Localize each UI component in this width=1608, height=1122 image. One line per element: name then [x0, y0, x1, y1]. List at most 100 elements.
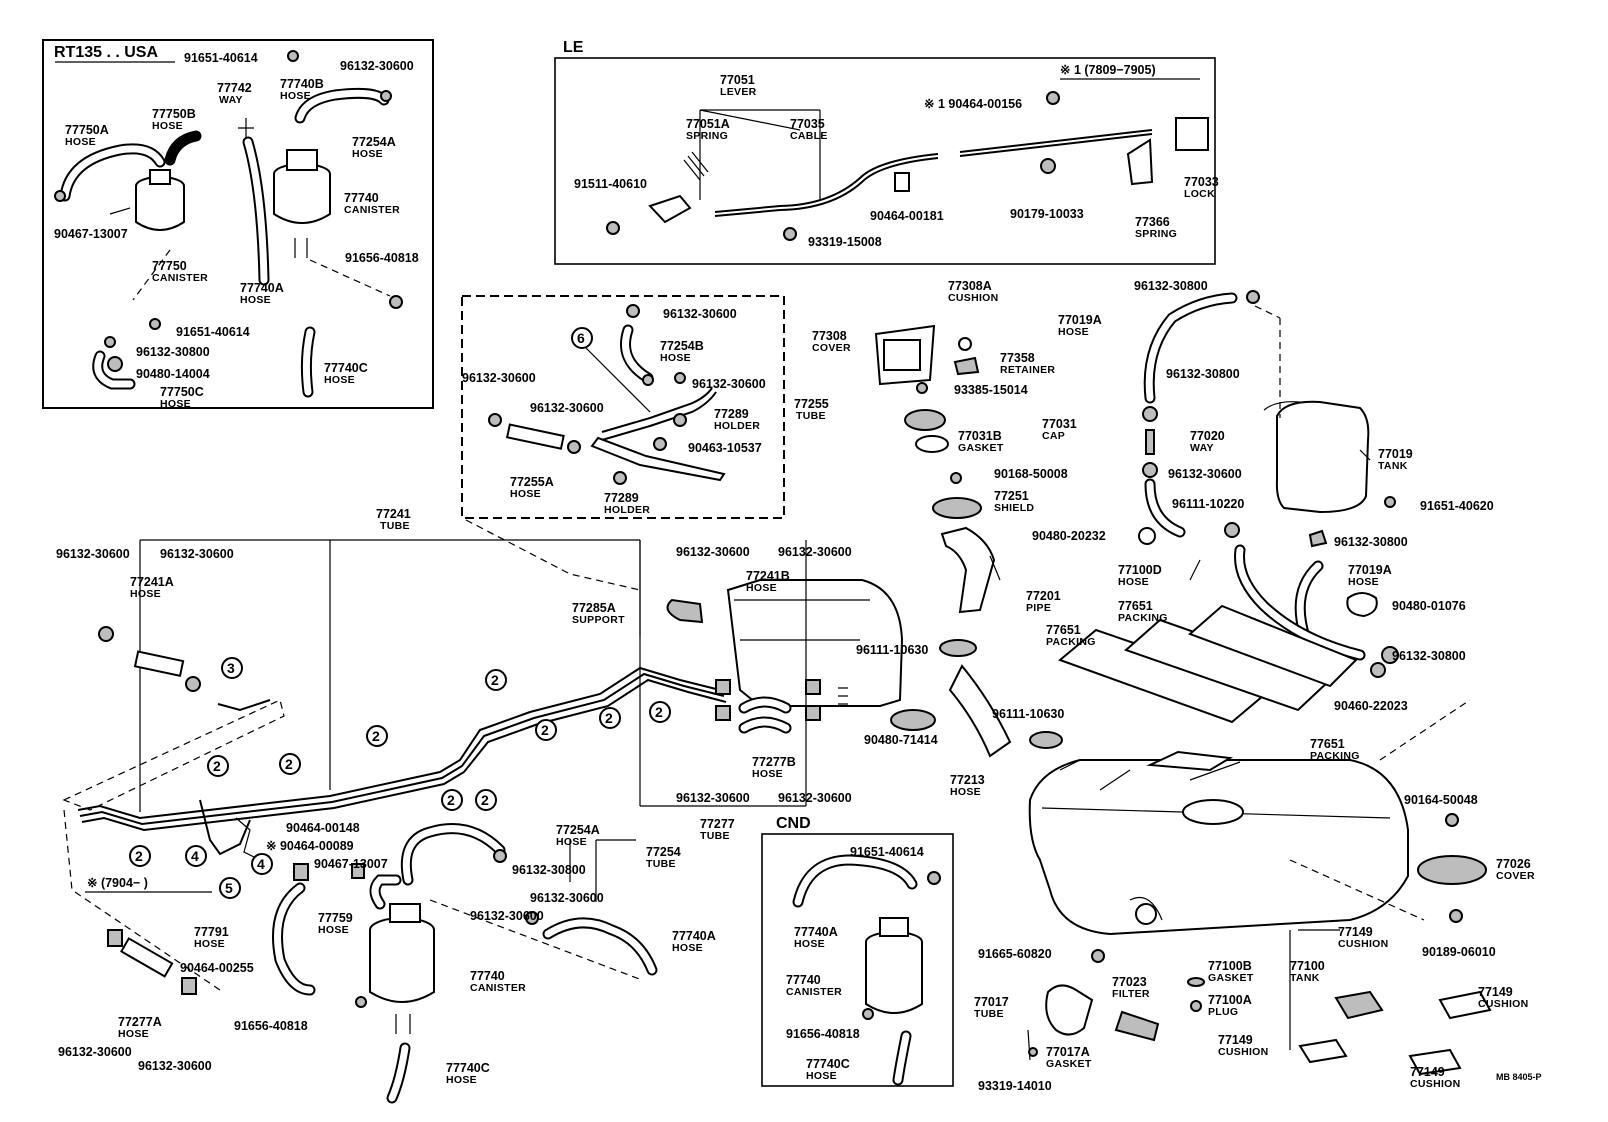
- le-inset-title: LE: [563, 39, 584, 56]
- part-number: 77100B: [1208, 959, 1252, 973]
- part-desc: PACKING: [1118, 612, 1168, 624]
- part-desc: PLUG: [1208, 1006, 1238, 1018]
- part-number: 77019: [1378, 447, 1413, 461]
- part-desc: PACKING: [1046, 636, 1096, 648]
- part-desc: GASKET: [958, 442, 1004, 454]
- part-desc: HOSE: [660, 352, 691, 364]
- part-desc: PIPE: [1026, 602, 1051, 614]
- part-number: ※ 1 90464-00156: [924, 97, 1022, 111]
- part-number: 96132-30600: [340, 59, 414, 73]
- part-desc: HOSE: [280, 90, 311, 102]
- part-desc: HOSE: [746, 582, 777, 594]
- part-desc: HOSE: [318, 924, 349, 936]
- part-number: 90464-00148: [286, 821, 360, 835]
- part-number: 77149: [1410, 1065, 1445, 1079]
- part-number: 90464-00255: [180, 961, 254, 975]
- part-number: 77285A: [572, 601, 616, 615]
- part-number: 90189-06010: [1422, 945, 1496, 959]
- part-desc: CABLE: [790, 130, 828, 142]
- cnd-inset-parts: [792, 854, 941, 1086]
- part-number: 77740C: [446, 1061, 490, 1075]
- part-desc: HOSE: [324, 374, 355, 386]
- part-number: 77750C: [160, 385, 204, 399]
- le-inset-parts: [606, 91, 1209, 241]
- part-desc: HOSE: [950, 786, 981, 798]
- part-desc: PACKING: [1310, 750, 1360, 762]
- filler-assembly: [874, 324, 1156, 758]
- part-desc: CANISTER: [152, 272, 208, 284]
- part-number: 77023: [1112, 975, 1147, 989]
- part-number: 96111-10630: [856, 643, 928, 657]
- part-number: 96132-30600: [470, 909, 544, 923]
- part-number: 77201: [1026, 589, 1061, 603]
- part-number: 90467-13007: [314, 857, 388, 871]
- tube-77255-frame: [461, 295, 785, 519]
- part-number: 77277: [700, 817, 735, 831]
- part-number: 96132-30600: [676, 791, 750, 805]
- part-number: 77740: [344, 191, 379, 205]
- part-desc: HOSE: [130, 588, 161, 600]
- cnd-inset-frame: [761, 833, 954, 1087]
- part-desc: SHIELD: [994, 502, 1034, 514]
- part-number: 90464-00181: [870, 209, 944, 223]
- part-number: 77750A: [65, 123, 109, 137]
- part-number: 93319-15008: [808, 235, 882, 249]
- part-number: 77277A: [118, 1015, 162, 1029]
- part-number: 96132-30600: [462, 371, 536, 385]
- part-number: 96132-30600: [676, 545, 750, 559]
- part-number: 77277B: [752, 755, 796, 769]
- part-desc: TUBE: [380, 520, 410, 532]
- part-desc: HOSE: [752, 768, 783, 780]
- reservoir-tank: [1142, 290, 1399, 678]
- part-desc: LEVER: [720, 86, 757, 98]
- part-number: 77740C: [806, 1057, 850, 1071]
- part-desc: TANK: [1378, 460, 1408, 472]
- leader-lines: [569, 109, 1371, 1061]
- packings: [1058, 604, 1358, 724]
- part-number: 77254A: [556, 823, 600, 837]
- part-desc: TUBE: [700, 830, 730, 842]
- part-number: 77366: [1135, 215, 1170, 229]
- usa-inset-parts: [54, 50, 403, 398]
- part-number: 91656-40818: [786, 1027, 860, 1041]
- tube-77255-parts: [488, 304, 726, 485]
- part-number: 77100D: [1118, 563, 1162, 577]
- part-number: 96132-30600: [778, 791, 852, 805]
- callout-2: 2: [491, 672, 499, 688]
- part-number: 77026: [1496, 857, 1531, 871]
- callout-2: 2: [285, 756, 293, 772]
- part-number: 96132-30600: [56, 547, 130, 561]
- main-fuel-tank: [1028, 699, 1492, 1076]
- part-number: 96132-30800: [1166, 367, 1240, 381]
- part-desc: HOSE: [556, 836, 587, 848]
- callout-4: 4: [191, 848, 199, 864]
- part-desc: GASKET: [1046, 1058, 1092, 1070]
- part-desc: SUPPORT: [572, 614, 625, 626]
- part-number: 77740: [786, 973, 821, 987]
- part-desc: GASKET: [1208, 972, 1254, 984]
- part-number: 77740: [470, 969, 505, 983]
- part-number: 77740A: [240, 281, 284, 295]
- le-inset-note: ※ 1 (7809−7905): [1060, 63, 1156, 77]
- part-number: 90463-10537: [688, 441, 762, 455]
- part-desc: CUSHION: [1410, 1078, 1461, 1090]
- part-number: 90460-22023: [1334, 699, 1408, 713]
- part-desc: HOSE: [194, 938, 225, 950]
- callout-2: 2: [541, 722, 549, 738]
- part-number: 96132-30800: [1392, 649, 1466, 663]
- part-desc: HOSE: [806, 1070, 837, 1082]
- part-number: 90480-01076: [1392, 599, 1466, 613]
- part-number: 77742: [217, 81, 252, 95]
- part-desc: CUSHION: [948, 292, 999, 304]
- part-number: 91656-40818: [234, 1019, 308, 1033]
- part-number: 77149: [1218, 1033, 1253, 1047]
- usa-inset-frame: [42, 39, 434, 409]
- callout-2: 2: [213, 758, 221, 774]
- part-number: 77740A: [794, 925, 838, 939]
- part-number: 90467-13007: [54, 227, 128, 241]
- part-desc: HOSE: [160, 398, 191, 410]
- part-number: 91665-60820: [978, 947, 1052, 961]
- part-number: 77740C: [324, 361, 368, 375]
